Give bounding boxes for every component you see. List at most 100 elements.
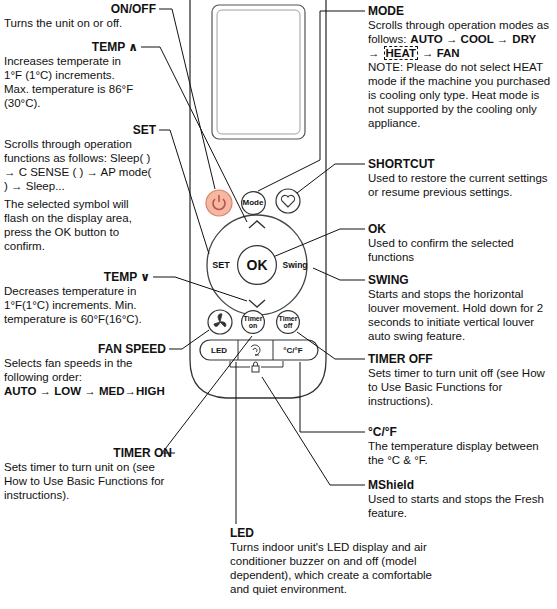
callout-text: Sets timer to turn unit on (see How to U… bbox=[4, 460, 172, 502]
down-caret bbox=[249, 300, 265, 307]
leader-line bbox=[169, 330, 209, 349]
callout-group: FAN SPEEDSelects fan speeds in the follo… bbox=[4, 342, 166, 398]
callout-group: SETScrolls through operation functions a… bbox=[4, 123, 156, 253]
callout-row: Turns indoor unit's LED display and air … bbox=[230, 540, 452, 596]
callout-text: Scrolls through operation functions as f… bbox=[4, 137, 156, 193]
callout-group: TIMER ONSets timer to turn unit on (see … bbox=[4, 446, 172, 502]
leader-line bbox=[297, 164, 365, 193]
callout-group: SHORTCUTUsed to restore the current sett… bbox=[368, 157, 554, 199]
bar-divider bbox=[238, 340, 239, 360]
callout-text: Used to restore the current settings or … bbox=[368, 171, 554, 199]
callout-heading: TEMP ∨ bbox=[104, 270, 150, 284]
callout-row: TEMP ∨ bbox=[4, 270, 150, 284]
callout-row: TIMER OFF bbox=[368, 352, 554, 366]
display-frame bbox=[212, 5, 305, 139]
callout-row: SWING bbox=[368, 273, 554, 287]
leader-line bbox=[273, 229, 365, 257]
callout-row: LED bbox=[230, 526, 452, 540]
callout-row: OK bbox=[368, 222, 554, 236]
callout-heading: MODE bbox=[368, 4, 404, 18]
callout-text: Turns indoor unit's LED display and air … bbox=[230, 540, 452, 596]
callout-row: TEMP ∧ bbox=[4, 40, 138, 54]
callout-row: Increases temperate in 1°F (1°C) increme… bbox=[4, 54, 138, 110]
callout-row: Turns the unit on or off. bbox=[4, 16, 156, 30]
power-symbol bbox=[218, 195, 220, 202]
callout-heading: °C/°F bbox=[368, 425, 397, 439]
mshield-symbol bbox=[251, 345, 260, 355]
button-label: SET bbox=[212, 260, 230, 270]
callout-row: MShield bbox=[368, 478, 554, 492]
callout-heading: MShield bbox=[368, 478, 414, 492]
callout-group: ON/OFFTurns the unit on or off. bbox=[4, 2, 156, 30]
callout-heading: TIMER OFF bbox=[368, 352, 433, 366]
callout-row: SHORTCUT bbox=[368, 157, 554, 171]
mode-sequence: AUTO → COOL → bbox=[410, 33, 508, 45]
remote-button: OK bbox=[237, 245, 277, 285]
button-text: OK bbox=[247, 258, 268, 273]
callout-text: Starts and stops the horizontal louver m… bbox=[368, 287, 554, 343]
callout-group: MODEScrolls through operation modes as f… bbox=[368, 4, 554, 130]
display-screen bbox=[217, 10, 300, 134]
lock-symbol bbox=[252, 366, 259, 372]
button-label: °C/°F bbox=[283, 346, 302, 355]
callout-text: Selects fan speeds in the following orde… bbox=[4, 356, 166, 384]
callout-row: ON/OFF bbox=[4, 2, 156, 16]
callout-heading: TIMER ON bbox=[113, 446, 172, 460]
callout-heading: SHORTCUT bbox=[368, 157, 435, 171]
callout-group: OKUsed to confirm the selected functions bbox=[368, 222, 554, 264]
bottom-button-bar bbox=[200, 340, 318, 360]
button-text: Timer on bbox=[243, 315, 263, 330]
leader-line bbox=[297, 332, 365, 359]
callout-text: NOTE: Please do not select HEAT mode if … bbox=[368, 60, 554, 130]
remote-button: Timer on bbox=[241, 310, 265, 334]
callout-row: FAN SPEED bbox=[4, 342, 166, 356]
mode-sequence: → FAN bbox=[422, 47, 460, 59]
callout-row: Scrolls through operation modes as follo… bbox=[368, 18, 554, 60]
button-label: LED bbox=[211, 346, 227, 355]
fan-symbol bbox=[214, 314, 226, 327]
callout-heading: TEMP ∧ bbox=[92, 40, 138, 54]
button-text: Mode bbox=[243, 199, 264, 207]
leader-line bbox=[159, 130, 209, 254]
bar-divider bbox=[273, 340, 274, 360]
callout-text: Decreases temperature in 1°F(1°C) increm… bbox=[4, 284, 150, 326]
callout-row: Used to starts and stops the Fresh featu… bbox=[368, 492, 554, 520]
callout-group: SWINGStarts and stops the horizontal lou… bbox=[368, 273, 554, 343]
callout-text: The selected symbol will flash on the di… bbox=[4, 197, 156, 253]
leader-line bbox=[162, 336, 252, 453]
callout-heading: FAN SPEED bbox=[98, 342, 166, 356]
callout-row: NOTE: Please do not select HEAT mode if … bbox=[368, 60, 554, 130]
callout-row: Sets timer to turn unit off (see How to … bbox=[368, 366, 554, 408]
callout-heading: OK bbox=[368, 222, 386, 236]
callout-row: The temperature display between the °C &… bbox=[368, 439, 554, 467]
callout-group: TIMER OFFSets timer to turn unit off (se… bbox=[368, 352, 554, 408]
button-text: Timer off bbox=[278, 315, 298, 330]
callout-row: AUTO → LOW → MED→HIGH bbox=[4, 384, 166, 398]
callout-row: Selects fan speeds in the following orde… bbox=[4, 356, 166, 384]
callout-group: TEMP ∧Increases temperate in 1°F (1°C) i… bbox=[4, 40, 138, 110]
callout-row: Scrolls through operation functions as f… bbox=[4, 137, 156, 193]
leader-line bbox=[262, 377, 365, 485]
callout-heading: ON/OFF bbox=[111, 2, 156, 16]
leader-line bbox=[300, 362, 365, 432]
callout-row: SET bbox=[4, 123, 156, 137]
callout-text: Used to confirm the selected functions bbox=[368, 236, 554, 264]
button-label: Swing bbox=[282, 260, 307, 270]
fan-button bbox=[208, 310, 232, 334]
callout-row: Decreases temperature in 1°F(1°C) increm… bbox=[4, 284, 150, 326]
mode-sequence: HEAT bbox=[384, 46, 418, 60]
lock-symbol bbox=[254, 362, 258, 366]
leader-line bbox=[159, 9, 215, 189]
callout-row: TIMER ON bbox=[4, 446, 172, 460]
fan-sequence: AUTO → LOW → MED→HIGH bbox=[4, 384, 166, 398]
leader-line bbox=[313, 268, 365, 280]
callout-heading: LED bbox=[230, 526, 254, 540]
callout-row: The selected symbol will flash on the di… bbox=[4, 197, 156, 253]
callout-row: °C/°F bbox=[368, 425, 554, 439]
callout-text: Turns the unit on or off. bbox=[4, 16, 156, 30]
button-circle bbox=[238, 246, 277, 285]
remote-button: Mode bbox=[241, 191, 266, 215]
remote-button: Timer off bbox=[276, 310, 300, 334]
callout-row: Used to restore the current settings or … bbox=[368, 171, 554, 199]
shortcut-button bbox=[276, 189, 300, 213]
